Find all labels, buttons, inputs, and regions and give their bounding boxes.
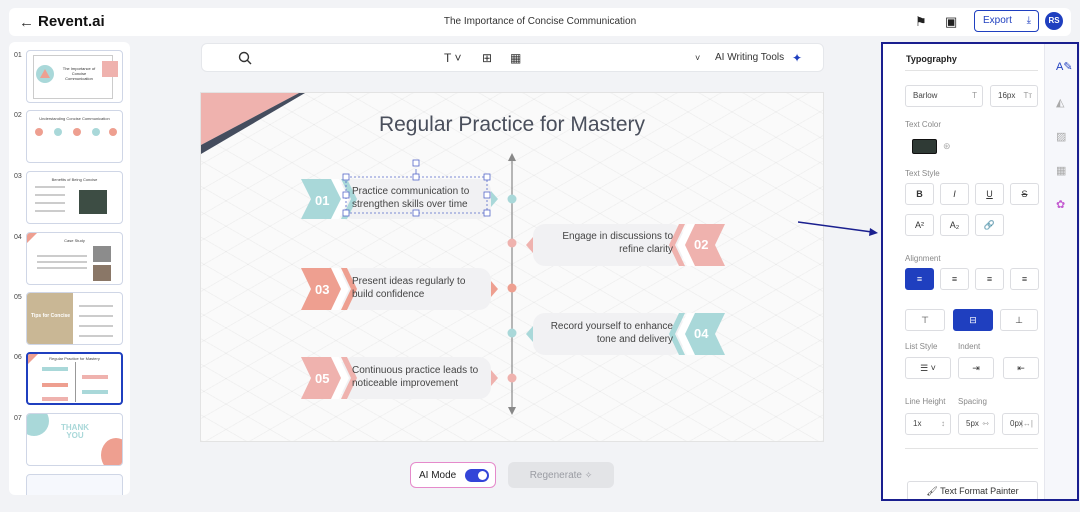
search-icon[interactable] xyxy=(238,51,252,65)
link-button[interactable]: 🔗 xyxy=(975,214,1004,236)
vertical-align-bottom-button[interactable]: ⊥ xyxy=(1000,309,1038,331)
indent-increase-icon: ⇥ xyxy=(972,363,980,373)
step-text-4[interactable]: Record yourself to enhance tone and deli… xyxy=(550,321,673,345)
letter-spacing-input[interactable]: 5px ⇿ xyxy=(958,413,995,435)
align-center-icon: ≡ xyxy=(951,274,958,284)
text-icon[interactable]: T ˅ xyxy=(444,51,462,65)
document-title: The Importance of Concise Communication xyxy=(443,16,637,27)
regenerate-button[interactable]: Regenerate ✧ xyxy=(508,462,614,488)
word-spacing-input[interactable]: 0px |↔| xyxy=(1002,413,1039,435)
slide-thumbnail-8[interactable] xyxy=(9,474,130,495)
flag-icon[interactable]: ⚑ xyxy=(915,14,927,29)
text-size-icon: Tт xyxy=(1023,91,1032,100)
table-icon[interactable]: ▦ xyxy=(510,51,522,65)
link-icon: 🔗 xyxy=(983,220,996,230)
slide-thumbnail-7[interactable]: 07 THANK YOU xyxy=(9,413,130,469)
image-tab-icon[interactable]: ▨ xyxy=(1056,131,1067,143)
export-button[interactable]: Export ⤓ xyxy=(974,10,1039,32)
subscript-button[interactable]: A₂ xyxy=(940,214,969,236)
panel-side-tabs: A✎ ◭ ▨ ▦ ✿ xyxy=(1044,44,1077,499)
step-text-1[interactable]: Practice communication to strengthen ski… xyxy=(352,186,470,210)
color-picker-icon[interactable]: ⊛ xyxy=(943,141,951,151)
top-bar: ← Revent.ai The Importance of Concise Co… xyxy=(9,8,1071,36)
table-tab-icon[interactable]: ▦ xyxy=(1056,165,1067,177)
list-style-select[interactable]: ☰ ˅ xyxy=(905,357,951,379)
superscript-button[interactable]: A² xyxy=(905,214,934,236)
timeline-graphic xyxy=(301,153,725,415)
panel-title: Typography xyxy=(906,54,957,64)
step-number-1: 01 xyxy=(315,193,330,208)
slide-thumbnail-5[interactable]: 05 Tips for Concise xyxy=(9,292,130,348)
slide-thumbnail-2[interactable]: 02 Understanding Concise Communication xyxy=(9,110,130,166)
italic-button[interactable]: I xyxy=(940,183,969,205)
theme-tab-icon[interactable]: ✿ xyxy=(1056,199,1066,211)
spacing-icon: ⇿ xyxy=(982,419,989,428)
step-text-2[interactable]: Engage in discussions to refine clarity xyxy=(562,231,673,255)
ai-writing-tools-button[interactable]: AI Writing Tools xyxy=(715,52,785,63)
shapes-tab-icon[interactable]: ◭ xyxy=(1056,97,1065,109)
font-size-input[interactable]: 16px Tт xyxy=(990,85,1038,107)
slide-title[interactable]: Regular Practice for Mastery xyxy=(378,113,646,136)
editor-toolbar: T ˅ ⊞ ▦ ˅ AI Writing Tools ✦ xyxy=(201,43,824,72)
annotation-arrow-icon xyxy=(798,221,878,236)
align-left-icon: ≡ xyxy=(916,274,923,284)
sparkle-icon: ✧ xyxy=(584,470,593,480)
slide-thumbnail-4[interactable]: 04 Case Study xyxy=(9,232,130,288)
align-right-icon: ≡ xyxy=(986,274,993,284)
step-number-2: 02 xyxy=(694,237,709,252)
slide-thumbnail-3[interactable]: 03 Benefits of Being Concise xyxy=(9,171,130,227)
step-number-5: 05 xyxy=(315,371,330,386)
corner-decoration xyxy=(201,93,305,154)
typography-tab-icon[interactable]: A✎ xyxy=(1056,61,1073,73)
line-height-icon: ↕ xyxy=(941,419,945,428)
image-icon[interactable]: ⊞ xyxy=(482,51,493,65)
bold-button[interactable]: B xyxy=(905,183,934,205)
align-middle-icon: ⊟ xyxy=(969,315,977,325)
indent-increase-button[interactable]: ⇥ xyxy=(958,357,994,379)
line-height-input[interactable]: 1x ↕ xyxy=(905,413,951,435)
align-center-button[interactable]: ≡ xyxy=(940,268,969,290)
align-justify-button[interactable]: ≡ xyxy=(1010,268,1039,290)
align-top-icon: ⊤ xyxy=(921,315,929,325)
vertical-align-top-button[interactable]: ⊤ xyxy=(905,309,945,331)
step-number-3: 03 xyxy=(315,282,330,297)
step-text-5[interactable]: Continuous practice leads to noticeable … xyxy=(352,365,479,389)
slide-thumbnail-1[interactable]: 01 The Importance of Concise Communicati… xyxy=(9,50,130,106)
avatar[interactable]: RS xyxy=(1045,12,1063,30)
arrow-left-icon[interactable]: ← xyxy=(19,14,34,31)
vertical-align-middle-button[interactable]: ⊟ xyxy=(953,309,993,331)
word-spacing-icon: |↔| xyxy=(1020,419,1033,428)
step-text-3[interactable]: Present ideas regularly to build confide… xyxy=(352,276,466,300)
strikethrough-button[interactable]: S xyxy=(1010,183,1039,205)
slides-panel: 01 The Importance of Concise Communicati… xyxy=(9,42,130,495)
toggle-switch[interactable] xyxy=(465,469,489,482)
align-bottom-icon: ⊥ xyxy=(1015,315,1023,325)
font-family-select[interactable]: Barlow T xyxy=(905,85,983,107)
chevron-down-icon[interactable]: ˅ xyxy=(695,53,701,63)
indent-decrease-icon: ⇤ xyxy=(1017,363,1025,373)
app-logo: Revent.ai xyxy=(38,13,105,30)
font-icon: T xyxy=(972,91,977,100)
text-color-swatch[interactable] xyxy=(912,139,937,154)
slide-canvas[interactable]: Regular Practice for Mastery xyxy=(200,92,824,442)
align-left-button[interactable]: ≡ xyxy=(905,268,934,290)
text-format-painter-button[interactable]: 🖌 Text Format Painter xyxy=(907,481,1038,499)
underline-button[interactable]: U xyxy=(975,183,1004,205)
indent-decrease-button[interactable]: ⇤ xyxy=(1003,357,1039,379)
step-number-4: 04 xyxy=(694,326,709,341)
present-icon[interactable]: ▣ xyxy=(945,14,958,29)
typography-panel: Typography Barlow T 16px Tт Text Color ⊛… xyxy=(881,42,1079,501)
download-icon: ⤓ xyxy=(1026,15,1031,26)
magic-wand-icon[interactable]: ✦ xyxy=(792,51,803,65)
paint-roller-icon: 🖌 xyxy=(926,486,938,496)
align-justify-icon: ≡ xyxy=(1021,274,1028,284)
align-right-button[interactable]: ≡ xyxy=(975,268,1004,290)
list-icon: ☰ ˅ xyxy=(920,363,936,373)
ai-mode-toggle[interactable]: AI Mode xyxy=(410,462,496,488)
slide-thumbnail-6[interactable]: 06 Regular Practice for Mastery xyxy=(9,352,130,408)
